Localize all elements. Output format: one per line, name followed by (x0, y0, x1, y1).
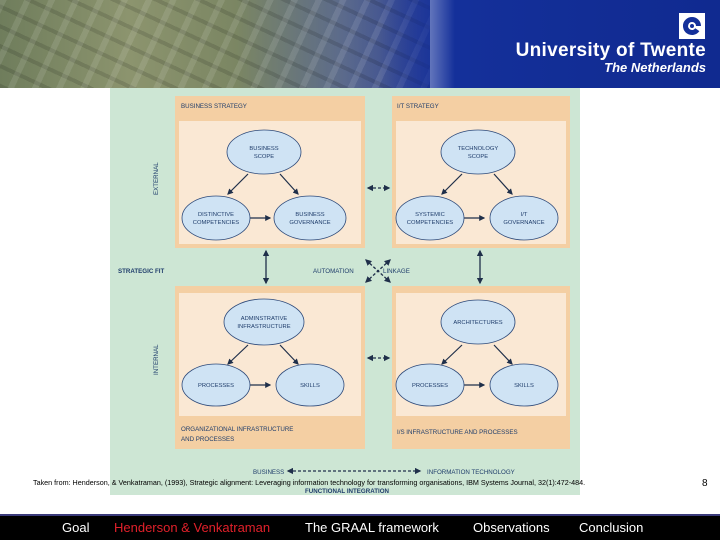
oval-systemic-competencies (395, 195, 465, 241)
page-number: 8 (702, 478, 708, 489)
alignment-arrows (262, 184, 484, 362)
arrow-scope-to-distinctive (227, 173, 249, 195)
business-label: BUSINESS (253, 469, 284, 476)
citation-caption: Taken from: Henderson, & Venkatraman, (1… (33, 478, 586, 487)
functional-integration-label: FUNCTIONAL INTEGRATION (305, 488, 390, 495)
arrow-admin-to-skills (279, 344, 299, 365)
arrow-arch-to-processes (441, 344, 463, 365)
nav-observations[interactable]: Observations (473, 520, 550, 535)
oval-label: GOVERNANCE (503, 220, 544, 226)
oval-architectures (440, 299, 516, 345)
oval-skills-right (489, 363, 559, 407)
arrow-arch-to-skills (493, 344, 513, 365)
business-strategy-title: BUSINESS STRATEGY (181, 103, 247, 110)
brand-gradient (380, 0, 720, 88)
org-infrastructure-title-line1: ORGANIZATIONAL INFRASTRUCTURE (181, 426, 293, 433)
oval-business-scope (226, 129, 302, 175)
arrow-techscope-to-systemic (441, 173, 463, 195)
oval-label: SCOPE (254, 154, 274, 160)
oval-label: INFRASTRUCTURE (237, 324, 290, 330)
oval-label: SKILLS (300, 383, 320, 389)
arrow-scope-to-bgov (279, 173, 299, 195)
is-infrastructure-title: I/S INFRASTRUCTURE AND PROCESSES (397, 429, 518, 436)
oval-label: SYSTEMIC (415, 212, 445, 218)
oval-technology-scope (440, 129, 516, 175)
internal-label: INTERNAL (153, 344, 160, 375)
oval-label: BUSINESS (249, 146, 278, 152)
oval-processes-right (395, 363, 465, 407)
nav-conclusion[interactable]: Conclusion (579, 520, 644, 535)
oval-processes-left (181, 363, 251, 407)
oval-label: DISTINCTIVE (198, 212, 234, 218)
oval-administrative-infrastructure (223, 298, 305, 346)
arrow-techscope-to-itgov (493, 173, 513, 195)
header-banner: University of Twente The Netherlands (0, 0, 720, 88)
oval-label: PROCESSES (412, 383, 448, 389)
oval-label: ADMINSTRATIVE (241, 316, 288, 322)
campus-aerial-photo (0, 0, 430, 88)
oval-it-governance (489, 195, 559, 241)
university-name: University of Twente (515, 40, 706, 61)
oval-skills-left (275, 363, 345, 407)
arrow-diagonal-2 (365, 259, 391, 283)
it-strategy-title: I/T STRATEGY (397, 103, 439, 110)
university-logo-icon (679, 13, 705, 39)
oval-label: SKILLS (514, 383, 534, 389)
oval-label: GOVERNANCE (289, 220, 330, 226)
nav-graal-framework[interactable]: The GRAAL framework (305, 520, 439, 535)
oval-label: PROCESSES (198, 383, 234, 389)
automation-label: AUTOMATION (313, 268, 354, 275)
arrow-admin-to-processes (227, 344, 249, 365)
nav-henderson-venkatraman[interactable]: Henderson & Venkatraman (114, 520, 271, 535)
university-country: The Netherlands (604, 60, 706, 75)
external-label: EXTERNAL (153, 162, 160, 195)
oval-label: COMPETENCIES (407, 220, 454, 226)
nav-goal[interactable]: Goal (62, 520, 90, 535)
linkage-label: LINKAGE (383, 268, 410, 275)
oval-label: BUSINESS (295, 212, 324, 218)
oval-business-governance (273, 195, 347, 241)
oval-label: COMPETENCIES (193, 220, 240, 226)
footer-nav: Goal Henderson & Venkatraman The GRAAL f… (0, 514, 720, 540)
oval-label: I/T (521, 212, 528, 218)
information-technology-label: INFORMATION TECHNOLOGY (427, 469, 515, 476)
oval-label: TECHNOLOGY (458, 146, 499, 152)
org-infrastructure-title-line2: AND PROCESSES (181, 436, 234, 443)
oval-distinctive-competencies (181, 195, 251, 241)
strategic-fit-label: STRATEGIC FIT (118, 268, 165, 275)
oval-label: ARCHITECTURES (453, 320, 502, 326)
oval-label: SCOPE (468, 154, 488, 160)
